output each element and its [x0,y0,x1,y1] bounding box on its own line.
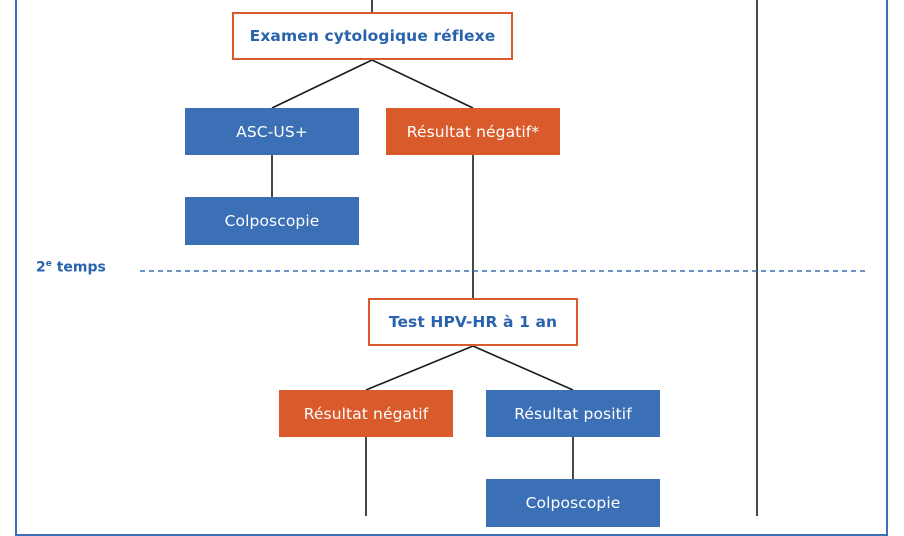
node-resultat-positif: Résultat positif [486,390,660,437]
connector-examen-ascus [271,59,373,109]
node-colposcopie-2: Colposcopie [486,479,660,527]
node-resultat-negatif-star: Résultat négatif* [386,108,560,155]
connector-test-positif [472,345,574,391]
node-colposcopie-1: Colposcopie [185,197,359,245]
node-examen-cytologique: Examen cytologique réflexe [232,12,513,60]
node-resultat-negatif: Résultat négatif [279,390,453,437]
node-ascus: ASC-US+ [185,108,359,155]
stage-label: 2e temps [36,259,106,276]
connector-test-negatif [365,345,474,391]
connector-lines [140,0,866,516]
node-test-hpv: Test HPV-HR à 1 an [368,298,578,346]
connector-examen-negatif [371,59,474,109]
